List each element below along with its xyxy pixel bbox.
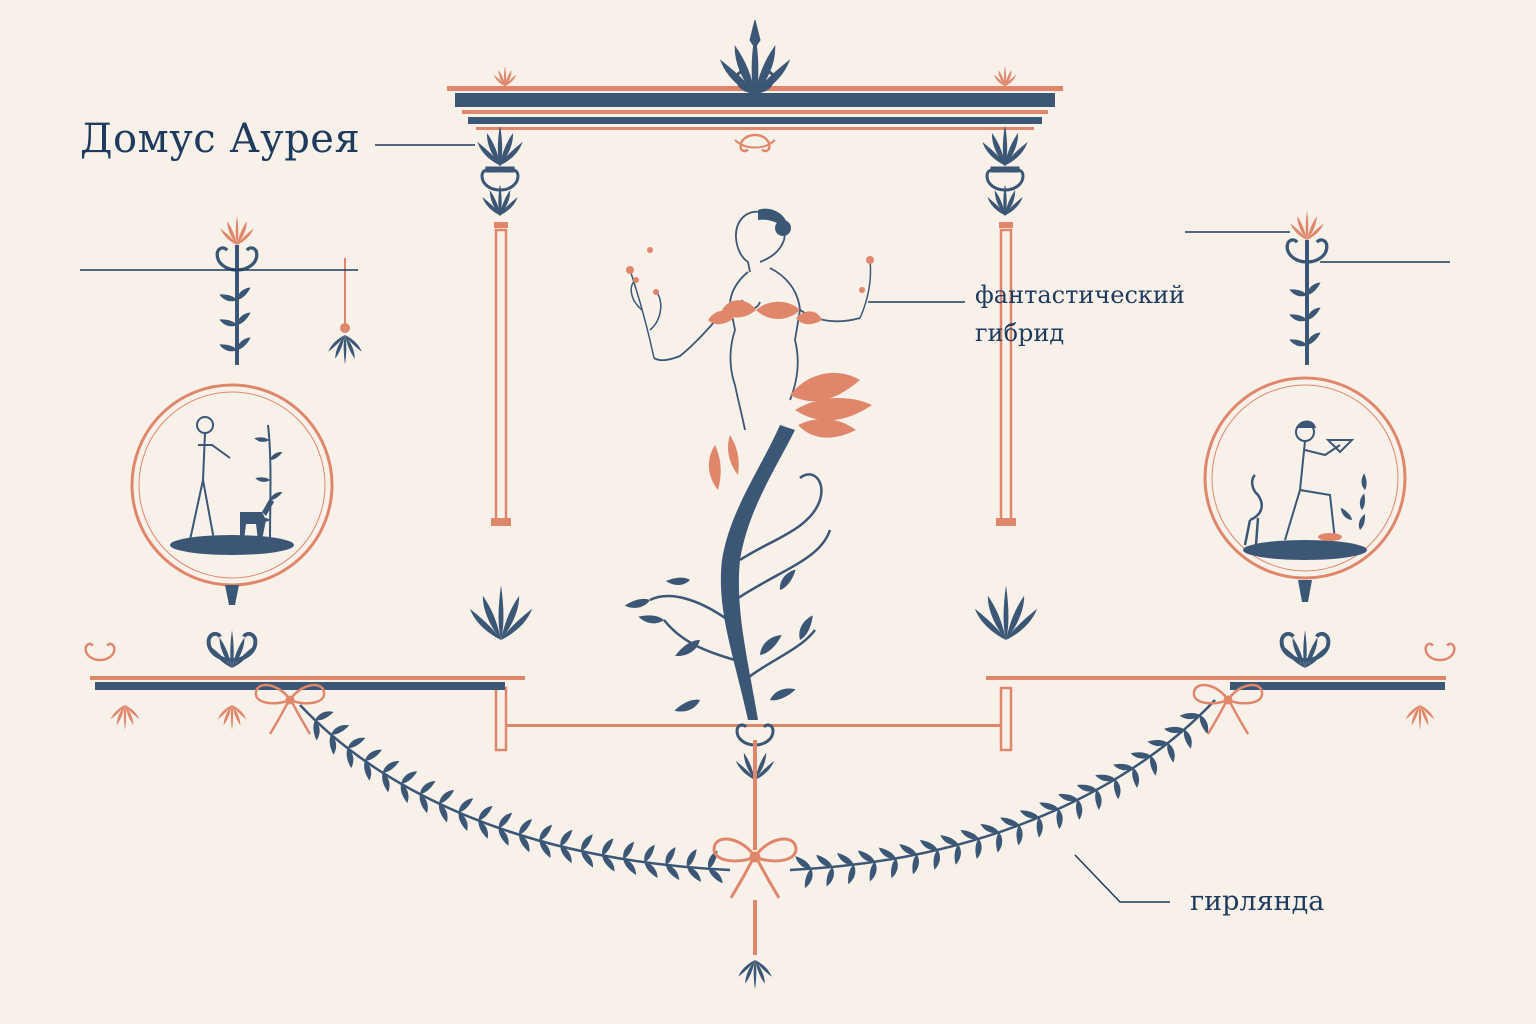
- garland-leaf-icon: [475, 804, 496, 822]
- garland-leaf-icon: [362, 748, 384, 762]
- garland-leaf-icon: [843, 864, 860, 886]
- garland-leaf-icon: [1057, 789, 1079, 806]
- right-shelf: [986, 642, 1456, 731]
- right-column: [974, 126, 1038, 752]
- garland-leaf-icon: [1149, 755, 1158, 776]
- garland-leaf-icon: [1131, 767, 1140, 788]
- garland-leaf-icon: [1073, 799, 1084, 821]
- garland-leaf-icon: [577, 833, 597, 852]
- garland-leaf-icon: [1093, 789, 1103, 811]
- hybrid-label-line-1: фантастический: [975, 281, 1185, 309]
- hybrid-figure: [624, 208, 874, 720]
- central-aedicula: [447, 19, 1063, 752]
- garland-leaf-icon: [380, 759, 402, 774]
- garland-leaf-icon: [495, 811, 516, 829]
- right-medallion: [1203, 376, 1407, 668]
- garland-leaf-icon: [1076, 780, 1098, 796]
- garland-leaf-icon: [455, 796, 476, 814]
- garland-leaf-icon: [1199, 714, 1210, 735]
- garland-leaf-icon: [950, 844, 965, 866]
- garland-leaf-icon: [1183, 728, 1193, 750]
- garland-leaf-icon: [908, 853, 923, 875]
- garland-leaf-icon: [1130, 748, 1152, 762]
- garland-leaf-icon: [535, 823, 556, 842]
- garland-label: гирлянда: [1190, 886, 1325, 917]
- garland-leaf-icon: [929, 849, 944, 871]
- garland-leaf-icon: [1112, 759, 1134, 774]
- left-shelf: [84, 642, 525, 731]
- right-candelabrum: [1285, 210, 1329, 365]
- garland-leaf-icon: [682, 847, 701, 868]
- garland-leaf-icon: [822, 866, 838, 888]
- garland-leaf-icon: [886, 857, 902, 879]
- title-label: Домус Аурея: [80, 116, 361, 162]
- garland-leaf-icon: [345, 736, 367, 749]
- garland-leaf-icon: [1038, 798, 1059, 815]
- garland-leaf-icon: [618, 840, 638, 860]
- left-medallion: [130, 383, 334, 668]
- garland-leaf-icon: [1166, 742, 1176, 763]
- garland-leaf-icon: [313, 710, 335, 722]
- garland-leaf-icon: [640, 843, 659, 863]
- leader-lines: [80, 144, 1450, 903]
- garland-leaf-icon: [1013, 824, 1026, 846]
- garland-leaf-icon: [703, 849, 722, 870]
- top-finial: [720, 19, 790, 96]
- garland-leaf-icon: [515, 817, 536, 836]
- garland-leaf-icon: [597, 837, 618, 856]
- garland-leaf-icon: [556, 828, 576, 847]
- garland-leaf-icon: [436, 788, 457, 805]
- garland-leaf-icon: [1094, 770, 1116, 785]
- garland: [254, 683, 1264, 990]
- garland-leaf-icon: [992, 831, 1005, 853]
- garland-leaf-icon: [1033, 817, 1046, 838]
- left-candelabrum: [215, 215, 362, 365]
- hybrid-label: фантастический гибрид: [975, 276, 1185, 352]
- garland-leaf-icon: [865, 861, 881, 883]
- left-column: [469, 126, 533, 752]
- hybrid-label-line-2: гибрид: [975, 319, 1065, 347]
- garland-leaf-icon: [417, 779, 438, 795]
- garland-leaf-icon: [1054, 808, 1065, 830]
- garland-leaf-icon: [329, 723, 351, 736]
- garland-leaf-icon: [1147, 736, 1169, 749]
- garland-leaf-icon: [1112, 779, 1122, 800]
- garland-leaf-icon: [661, 845, 680, 866]
- garland-leaf-icon: [800, 868, 817, 889]
- garland-leaf-icon: [398, 769, 420, 785]
